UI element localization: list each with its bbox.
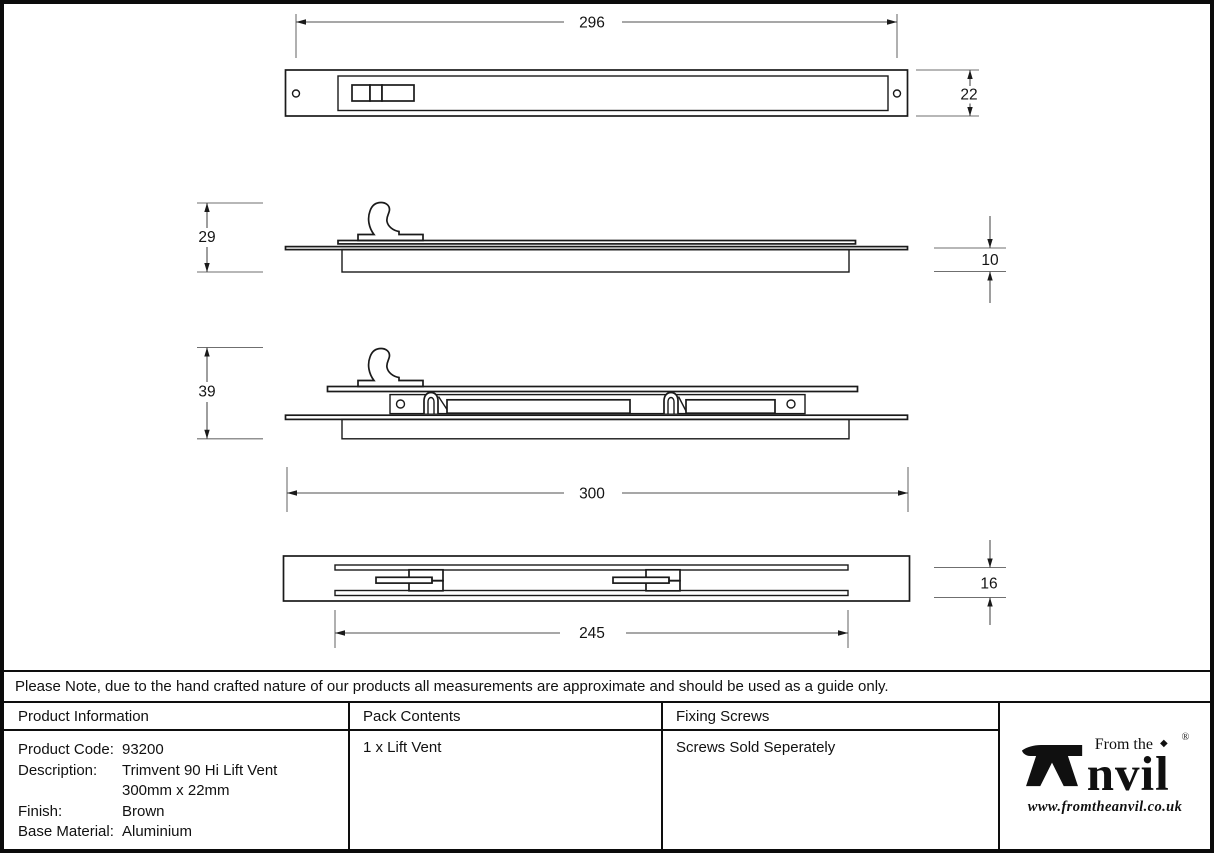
vent-slot-strip-top [334,564,849,571]
diamond-icon: ◆ [1159,737,1168,749]
dimension-22: 22 [916,69,979,117]
screw-hole-left [291,89,301,98]
view-top-plan [284,69,909,117]
registered-trademark: ® [1181,731,1190,743]
latch-right [612,568,681,592]
logo-prefix: From the ◆ ® [1094,731,1190,753]
dimension-16: 16 [934,540,1006,625]
product-information-cell: Product Code: 93200 Description: Trimven… [4,731,350,849]
header-pack-contents: Pack Contents [350,703,663,731]
hook-right [663,391,679,414]
brand-logo: From the ◆ ® nvil www.fromtheanvil.co.uk [1000,703,1210,849]
finish-label: Finish: [18,802,63,820]
base-material-label: Base Material: [18,823,114,841]
slide-arm-right [685,398,776,415]
dimension-300: 300 [286,467,909,512]
description-value-2: 300mm x 22mm [122,782,230,800]
dimension-245: 245 [334,610,849,648]
lift-lever [357,201,424,242]
hook-left [423,391,439,414]
screw-hole-right [892,89,902,98]
pivot-hole-right [786,399,796,409]
dim-label-inner-length: 245 [579,625,605,642]
slide-arm-left [446,398,631,415]
dim-label-overall-length: 300 [579,486,605,503]
dim-label-closed-height: 29 [198,229,215,246]
dim-label-open-height: 39 [198,384,215,401]
pivot-hole-left [395,399,406,409]
latch-left [375,568,444,592]
logo-brand-text: nvil [1086,745,1170,801]
slider-knob [351,84,415,102]
view-side-open [284,347,909,440]
vent-slot-strip-bottom [334,589,849,597]
base-material-value: Aluminium [122,823,193,841]
description-label: Description: [18,761,98,779]
info-table: Product Information Pack Contents Fixing… [4,703,1210,849]
dim-label-face-height: 22 [960,87,977,104]
dimension-29: 29 [197,202,263,273]
view-side-closed [284,201,909,273]
dimension-39: 39 [197,346,263,440]
header-product-information: Product Information [4,703,350,731]
dim-label-frame-height: 16 [980,576,997,593]
description-label-2 [18,781,122,802]
lift-lever-open [357,347,424,388]
header-fixing-screws: Fixing Screws [663,703,1000,731]
technical-drawing: 296 22 29 [197,14,1006,648]
dimension-296: 296 [295,14,898,58]
logo-url: www.fromtheanvil.co.uk [1027,799,1183,816]
dimension-10: 10 [934,216,1006,303]
dim-label-rear-depth: 10 [981,252,999,269]
product-code-value: 93200 [122,741,164,758]
finish-value: Brown [122,802,165,820]
measurement-note: Please Note, due to the hand crafted nat… [4,670,1210,703]
description-value: Trimvent 90 Hi Lift Vent [122,761,278,779]
fixing-screws-cell: Screws Sold Seperately [663,731,1000,849]
product-code-label: Product Code: [18,741,114,758]
view-bottom-plan [282,555,911,602]
dim-label-fixing-centres: 296 [579,15,605,32]
note-text: Please Note, due to the hand crafted nat… [15,678,889,695]
anvil-icon [1021,745,1082,787]
pack-contents-cell: 1 x Lift Vent [350,731,663,849]
